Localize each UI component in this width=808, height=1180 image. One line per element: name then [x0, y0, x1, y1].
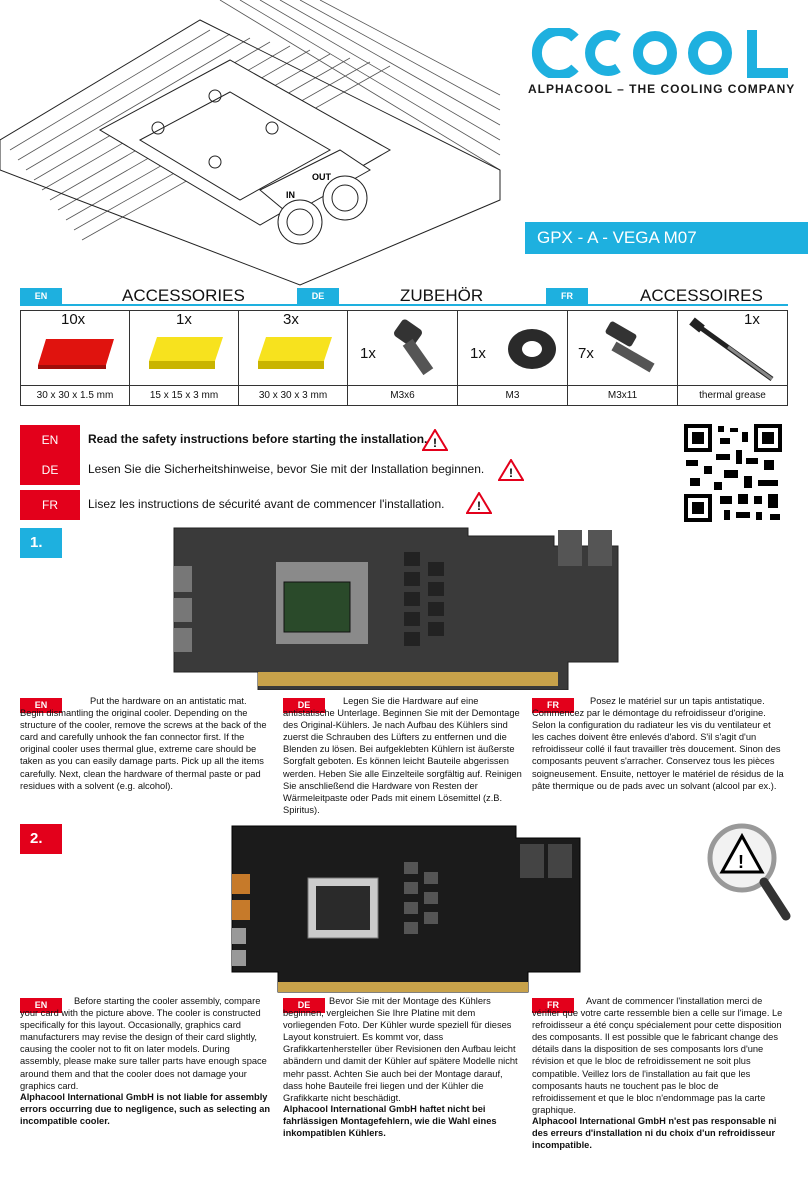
- yellow-thermal-pad-icon: [258, 337, 332, 369]
- lang-tag-de: DE: [297, 288, 339, 304]
- accessory-qty: 1x: [470, 345, 486, 362]
- accessory-label: thermal grease: [678, 385, 787, 406]
- lang-tag-en: EN: [20, 288, 62, 304]
- svg-text:!: !: [738, 852, 744, 872]
- accessory-red-pad: 10x 30 x 30 x 1.5 mm: [21, 311, 130, 405]
- lang-tag-fr: FR: [532, 698, 574, 713]
- warning-icon: !: [466, 492, 492, 514]
- svg-text:!: !: [509, 466, 513, 480]
- accessories-title-en: ACCESSORIES: [122, 286, 245, 305]
- step-2-badge: 2.: [20, 824, 62, 854]
- accessory-thermal-grease: 1x thermal grease: [678, 311, 787, 405]
- accessory-m3x11-screw: 7x M3x11: [568, 311, 678, 405]
- lang-tag-en: EN: [20, 425, 80, 455]
- step-2-en-text: Before starting the cooler assembly, com…: [20, 996, 267, 1091]
- step-2-en-disclaimer: Alphacool International GmbH is not liab…: [20, 1092, 271, 1127]
- step-1-en-text: Put the hardware on an antistatic mat. B…: [20, 696, 267, 791]
- lang-tag-en: EN: [20, 698, 62, 713]
- syringe-icon: [689, 317, 774, 382]
- step-2-fr-block: FR Avant de commencer l'installation mer…: [532, 995, 788, 1160]
- qr-code[interactable]: [684, 424, 782, 522]
- accessory-qty: 1x: [360, 345, 376, 362]
- safety-text-de: Lesen Sie die Sicherheitshinweise, bevor…: [88, 462, 485, 476]
- step-2-de-disclaimer: Alphacool International GmbH haftet nich…: [283, 1104, 497, 1139]
- warning-icon: !: [498, 459, 524, 481]
- accessory-label: 30 x 30 x 1.5 mm: [21, 385, 129, 406]
- lang-tag-en: EN: [20, 998, 62, 1013]
- hex-screw-icon: [394, 319, 434, 376]
- accessory-m3x6-screw: 1x M3x6: [348, 311, 458, 405]
- step-1-fr-text: Posez le matériel sur un tapis antistati…: [532, 696, 784, 791]
- lang-tag-de: DE: [20, 455, 80, 485]
- accessory-qty: 1x: [176, 311, 192, 328]
- accessory-m3-washer: 1x M3: [458, 311, 568, 405]
- step-2-en-block: EN Before starting the cooler assembly, …: [20, 995, 275, 1145]
- warning-icon: !: [422, 429, 448, 451]
- gpu-board-rear-image: [231, 825, 581, 993]
- lang-tag-fr: FR: [546, 288, 588, 304]
- svg-text:!: !: [477, 499, 481, 513]
- step-2-de-text: Bevor Sie mit der Montage des Kühlers be…: [283, 996, 518, 1103]
- gpu-board-front-image: [173, 527, 619, 690]
- svg-text:!: !: [433, 436, 437, 450]
- accessories-title-fr: ACCESSOIRES: [640, 286, 763, 305]
- step-1-de-text: Legen Sie die Hardware auf eine antistat…: [283, 696, 522, 815]
- in-label: IN: [286, 190, 295, 200]
- alphacool-logo: [531, 28, 788, 78]
- cooler-drawing: IN OUT: [0, 0, 501, 286]
- safety-text-en: Read the safety instructions before star…: [88, 432, 428, 446]
- step-1-de-block: DE Legen Sie die Hardware auf eine antis…: [283, 695, 526, 815]
- step-2-de-block: DE Bevor Sie mit der Montage des Kühlers…: [283, 995, 526, 1145]
- step-2-fr-text: Avant de commencer l'installation merci …: [532, 996, 783, 1115]
- out-label: OUT: [312, 172, 332, 182]
- lang-tag-fr: FR: [20, 490, 80, 520]
- lang-tag-de: DE: [283, 998, 325, 1013]
- accessory-small-yellow-pad: 1x 15 x 15 x 3 mm: [130, 311, 239, 405]
- step-1-badge: 1.: [20, 528, 62, 558]
- accessories-title-de: ZUBEHÖR: [400, 286, 484, 305]
- step-1-fr-block: FR Posez le matériel sur un tapis antist…: [532, 695, 788, 815]
- product-banner: GPX - A - VEGA M07: [525, 222, 808, 254]
- screw-icon: [605, 321, 655, 373]
- accessory-qty: 1x: [744, 311, 760, 328]
- washer-icon: [508, 329, 556, 369]
- accessory-yellow-pad: 3x 30 x 30 x 3 mm: [239, 311, 348, 405]
- accessory-label: M3x11: [568, 385, 677, 406]
- accessory-qty: 3x: [283, 311, 299, 328]
- lang-tag-fr: FR: [532, 998, 574, 1013]
- accessory-qty: 10x: [61, 311, 86, 328]
- accessory-label: M3: [458, 385, 567, 406]
- accessory-label: 30 x 30 x 3 mm: [239, 385, 347, 406]
- magnifier-warning-icon: !: [707, 823, 791, 921]
- tagline: ALPHACOOL – THE COOLING COMPANY: [528, 82, 796, 96]
- accessories-divider: [20, 304, 788, 306]
- safety-text-fr: Lisez les instructions de sécurité avant…: [88, 497, 445, 511]
- accessories-table: 10x 30 x 30 x 1.5 mm 1x 15 x 15 x 3 mm 3…: [20, 310, 788, 406]
- safety-row-de: DE Lesen Sie die Sicherheitshinweise, be…: [20, 455, 680, 485]
- step-2-fr-disclaimer: Alphacool International GmbH n'est pas r…: [532, 1116, 777, 1151]
- safety-row-fr: FR Lisez les instructions de sécurité av…: [20, 490, 680, 520]
- red-thermal-pad-icon: [38, 339, 114, 369]
- step-1-en-block: EN Put the hardware on an antistatic mat…: [20, 695, 275, 815]
- accessory-qty: 7x: [578, 345, 594, 362]
- yellow-thermal-pad-icon: [149, 337, 223, 369]
- accessory-label: M3x6: [348, 385, 457, 406]
- accessory-label: 15 x 15 x 3 mm: [130, 385, 238, 406]
- safety-row-en: EN Read the safety instructions before s…: [20, 425, 680, 455]
- lang-tag-de: DE: [283, 698, 325, 713]
